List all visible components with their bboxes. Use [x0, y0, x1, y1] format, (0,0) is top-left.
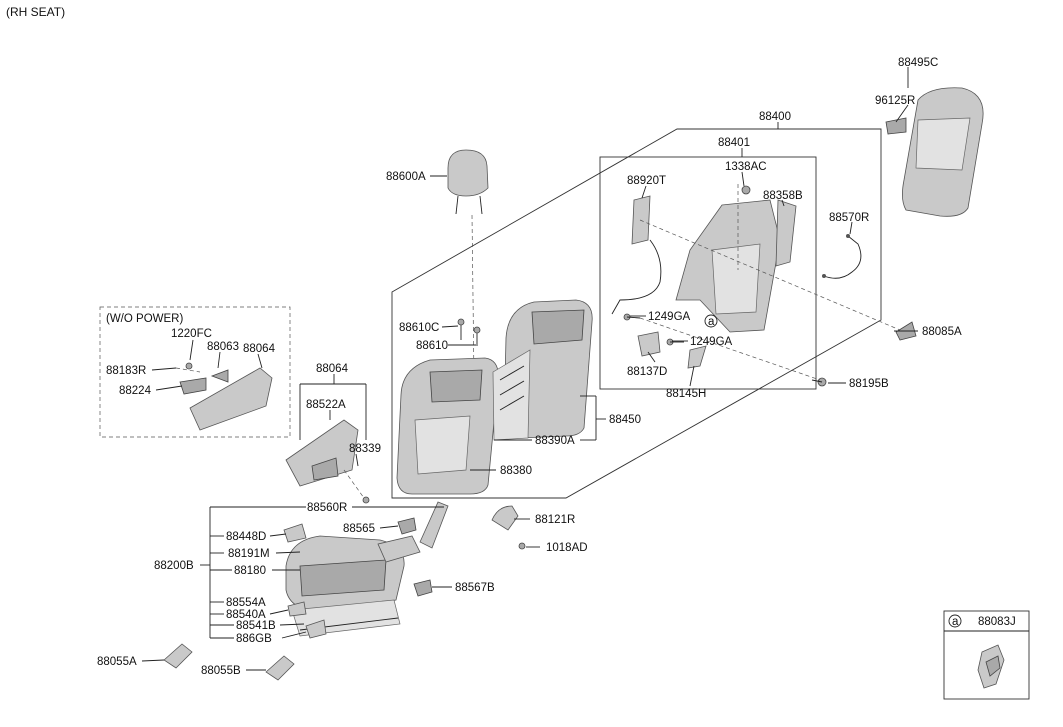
label-88541B: 88541B: [236, 620, 276, 632]
label-88570R: 88570R: [829, 212, 869, 224]
label-88450: 88450: [609, 414, 641, 426]
label-88195B: 88195B: [849, 378, 889, 390]
label-1338AC: 1338AC: [725, 161, 767, 173]
label-1220FC: 1220FC: [171, 328, 212, 340]
label-88064: 88064: [316, 363, 349, 375]
side-cover-icon: [775, 199, 797, 267]
seatback-frame-icon: [675, 199, 781, 333]
callout-letter: a: [952, 616, 959, 628]
label-88064-wo-power: 88064: [243, 343, 276, 355]
label-88339: 88339: [349, 443, 381, 455]
height-adjuster-icon: [283, 523, 307, 543]
cushion-side-cover-icon: [491, 505, 519, 531]
bracket-icon: [637, 331, 707, 369]
screw-icon: [362, 496, 370, 504]
connector-icon: [397, 517, 433, 597]
label-88224: 88224: [119, 385, 152, 397]
label-88380: 88380: [500, 465, 532, 477]
wo-power-label: (W/O POWER): [106, 313, 183, 325]
cover-icon: [305, 619, 327, 639]
wiring-connector-icon: [977, 644, 1005, 689]
label-88085A: 88085A: [922, 326, 962, 338]
cushion-frame-icon: [377, 535, 421, 563]
label-96125R: 96125R: [875, 95, 915, 107]
label-88137D: 88137D: [627, 366, 667, 378]
back-cover-icon: [885, 87, 984, 217]
side-airbag-icon: [611, 195, 662, 315]
label-88055A: 88055A: [97, 656, 137, 668]
label-88191M: 88191M: [228, 548, 270, 560]
nut-icon: [741, 185, 751, 195]
bolt-icon: [811, 377, 827, 387]
label-1249GA-1: 1249GA: [648, 311, 691, 323]
label-88565: 88565: [343, 523, 375, 535]
label-1249GA-2: 1249GA: [690, 336, 733, 348]
label-88920T: 88920T: [627, 175, 666, 187]
callout-a-icon: [948, 614, 962, 628]
label-88610: 88610: [416, 340, 448, 352]
label-88121R: 88121R: [535, 514, 575, 526]
label-88390A: 88390A: [535, 435, 575, 447]
label-88600A: 88600A: [386, 171, 426, 183]
label-88200B: 88200B: [154, 560, 194, 572]
bolt-icon: [623, 313, 684, 346]
label-886GB: 886GB: [236, 633, 272, 645]
label-88183R: 88183R: [106, 365, 146, 377]
diagram-title: (RH SEAT): [6, 5, 65, 19]
part-labels: 88495C 96125R 88400 88401 1338AC 88920T …: [97, 57, 962, 677]
power-side-shield-icon: [285, 419, 359, 487]
side-shield-icon: [179, 362, 273, 431]
label-88495C: 88495C: [898, 57, 938, 69]
label-88540A: 88540A: [226, 609, 266, 621]
label-88560R: 88560R: [307, 502, 347, 514]
seatback-mat-icon: [492, 349, 531, 441]
label-88401: 88401: [718, 137, 750, 149]
label-88554A: 88554A: [226, 597, 266, 609]
seatback-frame-subgroup: [599, 156, 817, 390]
callout-a-marker: [704, 314, 718, 328]
label-88145H: 88145H: [666, 388, 706, 400]
callout-box: [943, 610, 1030, 700]
label-88358B: 88358B: [763, 190, 803, 202]
label-1018AD: 1018AD: [546, 542, 588, 554]
front-cover-icon: [163, 643, 295, 681]
label-88522A: 88522A: [306, 399, 346, 411]
callout-part-number: 88083J: [978, 616, 1016, 628]
seatback-cover-icon: [396, 357, 499, 495]
wire-harness-icon: [822, 234, 862, 279]
duct-icon: [419, 501, 449, 549]
label-88180: 88180: [234, 565, 266, 577]
label-88610C: 88610C: [399, 322, 439, 334]
label-88400: 88400: [759, 111, 791, 123]
module-icon: [287, 601, 307, 617]
label-88567B: 88567B: [455, 582, 495, 594]
leader-lines: [141, 67, 918, 671]
screw-icon: [518, 542, 526, 550]
label-88055B: 88055B: [201, 665, 241, 677]
wo-power-group-frame: [99, 306, 291, 438]
headrest-icon: [447, 149, 489, 215]
svg-text:a: a: [708, 316, 715, 328]
pin-icon: [457, 318, 481, 346]
label-88448D: 88448D: [226, 531, 266, 543]
label-88063: 88063: [207, 341, 239, 353]
seatback-assembly-frame: [391, 128, 882, 499]
